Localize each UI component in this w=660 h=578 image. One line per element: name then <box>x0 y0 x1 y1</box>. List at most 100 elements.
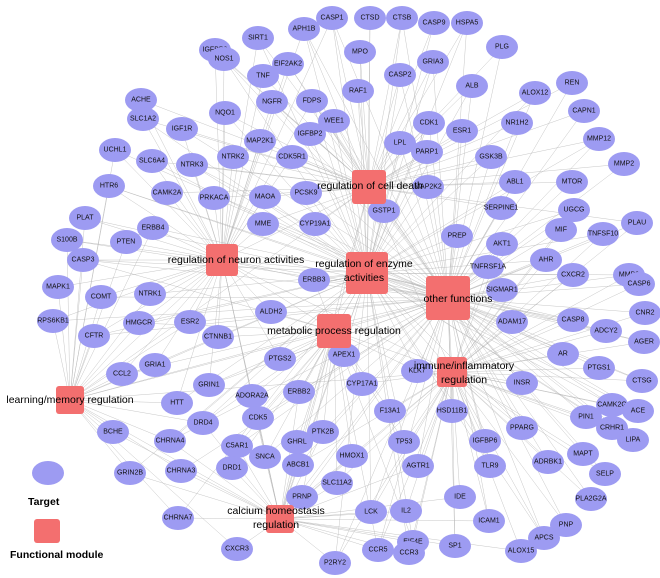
target-node-nos1[interactable]: NOS1 <box>208 47 240 71</box>
target-node-ptk2b[interactable]: PTK2B <box>307 420 339 444</box>
target-node-serpine1[interactable]: SERPINE1 <box>484 196 519 220</box>
target-node-adam17[interactable]: ADAM17 <box>496 310 528 334</box>
target-node-cyp17a1[interactable]: CYP17A1 <box>346 372 378 396</box>
target-node-cnr2[interactable]: CNR2 <box>629 301 660 325</box>
target-node-ahr[interactable]: AHR <box>530 248 562 272</box>
target-node-il2[interactable]: IL2 <box>390 499 422 523</box>
target-node-plat[interactable]: PLAT <box>69 206 101 230</box>
target-node-ar[interactable]: AR <box>547 342 579 366</box>
target-node-casp2[interactable]: CASP2 <box>384 63 416 87</box>
target-node-apcs[interactable]: APCS <box>528 526 560 550</box>
target-node-lpl[interactable]: LPL <box>384 131 416 155</box>
target-node-slc6a4[interactable]: SLC6A4 <box>136 149 168 173</box>
target-node-chrna3[interactable]: CHRNA3 <box>165 459 197 483</box>
target-node-tp53[interactable]: TP53 <box>388 430 420 454</box>
target-node-cdk5[interactable]: CDK5 <box>242 406 274 430</box>
target-node-lipa[interactable]: LIPA <box>617 428 649 452</box>
target-node-igf1r[interactable]: IGF1R <box>166 117 198 141</box>
target-node-alox12[interactable]: ALOX12 <box>519 81 551 105</box>
target-node-camk2g[interactable]: CAMK2G <box>596 393 628 417</box>
target-node-nr1h2[interactable]: NR1H2 <box>501 111 533 135</box>
target-node-esr1[interactable]: ESR1 <box>446 119 478 143</box>
target-node-agtr1[interactable]: AGTR1 <box>402 454 434 478</box>
target-node-drd4[interactable]: DRD4 <box>187 411 219 435</box>
target-node-plau[interactable]: PLAU <box>621 211 653 235</box>
target-node-mmp12[interactable]: MMP12 <box>583 127 615 151</box>
target-node-maoa[interactable]: MAOA <box>249 185 281 209</box>
target-node-klk7[interactable]: KLK7 <box>401 359 433 383</box>
target-node-casp3[interactable]: CASP3 <box>67 248 99 272</box>
target-node-mif[interactable]: MIF <box>545 218 577 242</box>
target-node-casp8[interactable]: CASP8 <box>557 308 589 332</box>
target-node-pten[interactable]: PTEN <box>110 230 142 254</box>
target-node-ctsg[interactable]: CTSG <box>626 369 658 393</box>
target-node-adcy2[interactable]: ADCY2 <box>590 319 622 343</box>
target-node-rps6kb1[interactable]: RPS6KB1 <box>37 309 69 333</box>
target-node-adora2a[interactable]: ADORA2A <box>235 384 269 408</box>
target-node-insr[interactable]: INSR <box>506 371 538 395</box>
target-node-igfbp2[interactable]: IGFBP2 <box>294 122 326 146</box>
target-node-hmox1[interactable]: HMOX1 <box>336 444 368 468</box>
target-node-capn1[interactable]: CAPN1 <box>568 99 600 123</box>
target-node-cftr[interactable]: CFTR <box>78 324 110 348</box>
target-node-sigmar1[interactable]: SIGMAR1 <box>486 278 518 302</box>
target-node-gsk3b[interactable]: GSK3B <box>475 145 507 169</box>
target-node-map2k1[interactable]: MAP2K1 <box>244 129 276 153</box>
target-node-cxcr2[interactable]: CXCR2 <box>557 263 589 287</box>
target-node-ccl2[interactable]: CCL2 <box>106 362 138 386</box>
target-node-s100b[interactable]: S100B <box>51 228 83 252</box>
target-node-plg[interactable]: PLG <box>486 35 518 59</box>
target-node-casp6[interactable]: CASP6 <box>623 272 655 296</box>
target-node-icam1[interactable]: ICAM1 <box>473 509 505 533</box>
target-node-mapt[interactable]: MAPT <box>567 442 599 466</box>
target-node-parp1[interactable]: PARP1 <box>411 140 443 164</box>
target-node-ntrk2[interactable]: NTRK2 <box>217 145 249 169</box>
module-node-learning-memory-regulation[interactable]: learning/memory regulation <box>6 386 134 414</box>
target-node-ren[interactable]: REN <box>556 71 588 95</box>
target-node-ctsd[interactable]: CTSD <box>354 6 386 30</box>
target-node-ccr5[interactable]: CCR5 <box>362 538 394 562</box>
target-node-cdk1[interactable]: CDK1 <box>413 111 445 135</box>
target-node-erbb2[interactable]: ERBB2 <box>283 380 315 404</box>
target-node-adrbk1[interactable]: ADRBK1 <box>532 450 564 474</box>
target-node-pparg[interactable]: PPARG <box>506 416 538 440</box>
target-node-ccr3[interactable]: CCR3 <box>393 541 425 565</box>
target-node-prkaca[interactable]: PRKACA <box>198 186 230 210</box>
target-node-f13a1[interactable]: F13A1 <box>374 399 406 423</box>
target-node-ntrk3[interactable]: NTRK3 <box>176 153 208 177</box>
target-node-gria3[interactable]: GRIA3 <box>417 50 449 74</box>
target-node-ctsb[interactable]: CTSB <box>386 6 418 30</box>
target-node-drd1[interactable]: DRD1 <box>216 456 248 480</box>
target-node-tlr9[interactable]: TLR9 <box>474 454 506 478</box>
target-node-chrna7[interactable]: CHRNA7 <box>162 506 194 530</box>
target-node-akt1[interactable]: AKT1 <box>486 232 518 256</box>
target-node-mapk1[interactable]: MAPK1 <box>42 275 74 299</box>
target-node-ace[interactable]: ACE <box>622 399 654 423</box>
target-node-hmgcr[interactable]: HMGCR <box>123 311 155 335</box>
target-node-esr2[interactable]: ESR2 <box>174 310 206 334</box>
target-node-prnp[interactable]: PRNP <box>286 485 318 509</box>
target-node-tnf[interactable]: TNF <box>247 64 279 88</box>
target-node-grin1[interactable]: GRIN1 <box>193 373 225 397</box>
target-node-aldh2[interactable]: ALDH2 <box>255 300 287 324</box>
target-node-raf1[interactable]: RAF1 <box>342 79 374 103</box>
target-node-htt[interactable]: HTT <box>161 391 193 415</box>
target-node-ptgs1[interactable]: PTGS1 <box>583 356 615 380</box>
target-node-alb[interactable]: ALB <box>456 74 488 98</box>
target-node-ache[interactable]: ACHE <box>125 88 157 112</box>
target-node-ide[interactable]: IDE <box>444 485 476 509</box>
target-node-mpo[interactable]: MPO <box>344 40 376 64</box>
target-node-grin2b[interactable]: GRIN2B <box>114 461 146 485</box>
target-node-slc11a2[interactable]: SLC11A2 <box>321 471 353 495</box>
target-node-cyp19a1[interactable]: CYP19A1 <box>299 212 331 236</box>
target-node-c5ar1[interactable]: C5AR1 <box>221 434 253 458</box>
target-node-abcb1[interactable]: ABCB1 <box>282 453 314 477</box>
target-node-pin1[interactable]: PIN1 <box>570 405 602 429</box>
target-node-cxcr3[interactable]: CXCR3 <box>221 537 253 561</box>
target-node-mtor[interactable]: MTOR <box>556 170 588 194</box>
target-node-selp[interactable]: SELP <box>589 462 621 486</box>
target-node-hspa5[interactable]: HSPA5 <box>451 11 483 35</box>
target-node-cdk5r1[interactable]: CDK5R1 <box>276 145 308 169</box>
